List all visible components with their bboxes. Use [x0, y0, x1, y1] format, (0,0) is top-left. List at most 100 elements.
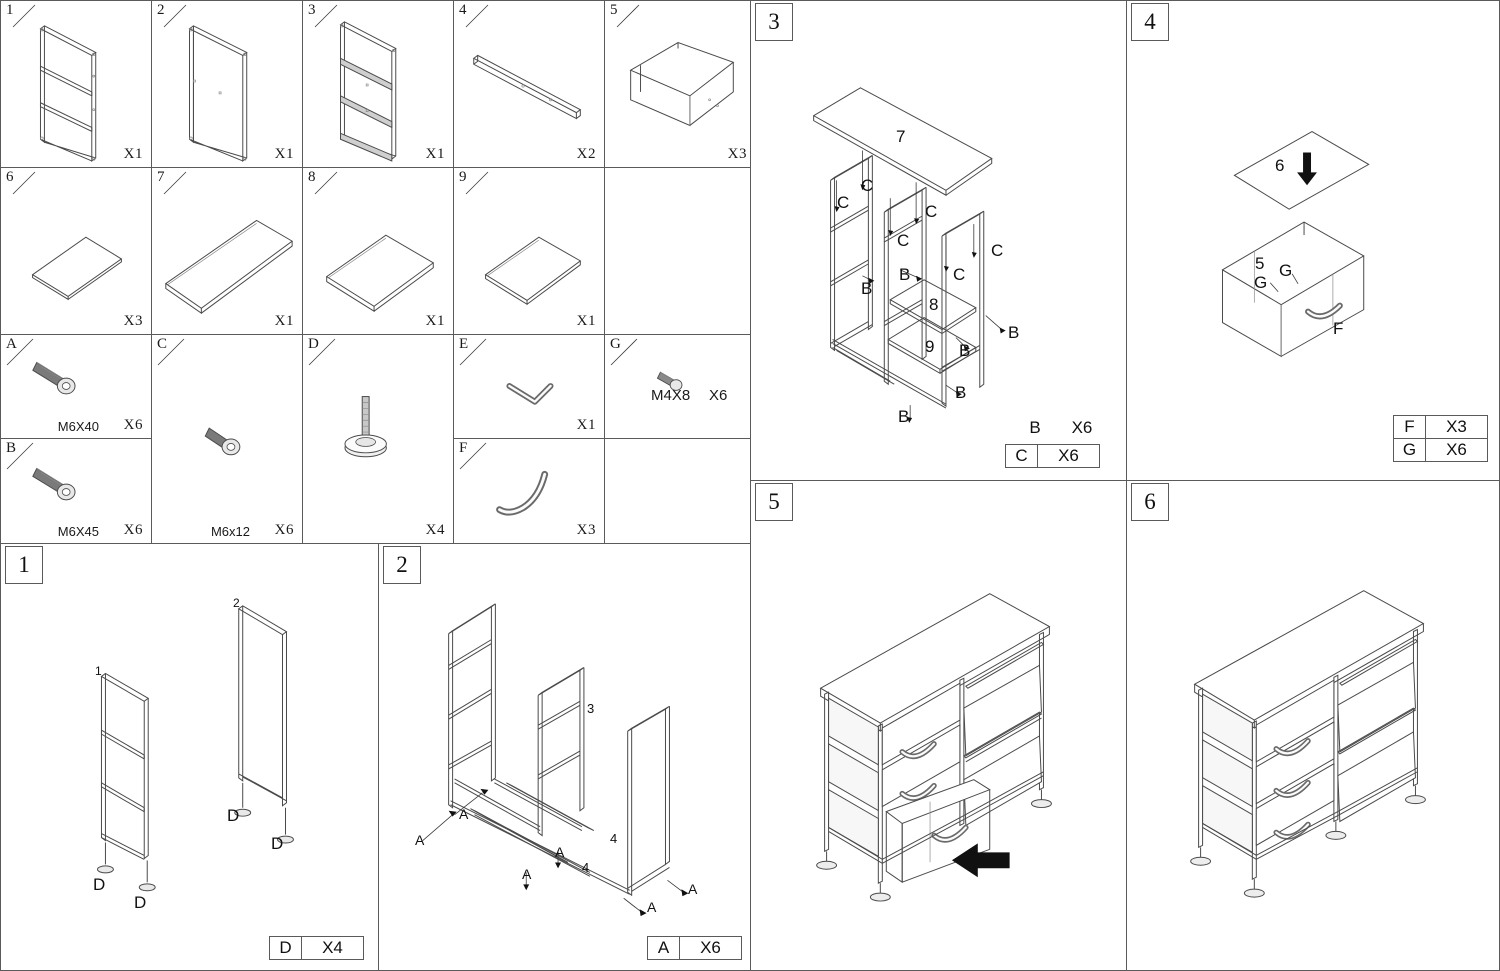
step4-hw-value-F: X3	[1425, 415, 1488, 439]
step3-hw-value-B: X6	[1071, 418, 1093, 437]
step1-callout-part-2: 2	[233, 596, 240, 610]
step1-callout-D-3: D	[227, 806, 240, 825]
hardware-cell-F: F X3	[453, 438, 605, 544]
hardware-qty-D: X4	[425, 522, 445, 538]
part-qty-1: X1	[123, 146, 143, 162]
table-row: G X6	[1393, 438, 1488, 462]
hardware-qty-A: X6	[123, 417, 143, 433]
part-cell-empty	[604, 167, 756, 335]
table-row: A X6	[647, 936, 742, 960]
hardware-spec-A: M6X40	[57, 419, 99, 434]
step2-callout-A-4: A	[555, 844, 565, 860]
hardware-spec-G: M4X8	[651, 387, 691, 404]
step3-callout-C-4: C	[925, 202, 938, 221]
step3-hw-key-B: B	[1029, 418, 1041, 437]
step2-callout-A-1: A	[415, 832, 425, 848]
step-number-5: 5	[755, 483, 793, 521]
step-number-6: 6	[1131, 483, 1169, 521]
step4-hardware-table: F X3 G X6	[1393, 415, 1488, 462]
table-row: C X6	[1005, 444, 1100, 468]
step-panel-5: 5	[750, 480, 1127, 971]
step3-callout-C-2: C	[861, 176, 874, 195]
part-cell-8: 8 X1	[302, 167, 454, 335]
step3-callout-B-5: B	[955, 383, 967, 402]
step3-callout-B-6: B	[898, 407, 910, 426]
step4-callout-F: F	[1333, 319, 1344, 338]
step2-hardware-table: A X6	[647, 936, 742, 960]
step3-hardware-table-B: B X6	[1019, 417, 1113, 439]
step3-hw-key-C: C	[1005, 444, 1038, 468]
step2-hw-value: X6	[679, 936, 742, 960]
step4-callout-part-5: 5	[1255, 254, 1265, 273]
step-panel-6: 6	[1126, 480, 1500, 971]
step1-callout-D-1: D	[93, 875, 106, 894]
part-cell-6: 6 X3	[0, 167, 152, 335]
part-cell-2: 2 X1	[151, 0, 303, 168]
step2-callout-part-4a: 4	[610, 831, 618, 846]
step3-callout-C-5: C	[953, 265, 966, 284]
part-cell-5: 5 X3	[604, 0, 756, 168]
step4-callout-part-6: 6	[1275, 156, 1285, 175]
step3-callout-part-7: 7	[896, 127, 906, 146]
part-cell-1: 1 X1	[0, 0, 152, 168]
table-row: F X3	[1393, 415, 1488, 439]
step4-hw-value-G: X6	[1425, 438, 1488, 462]
step-number-4: 4	[1131, 3, 1169, 41]
step3-callout-C-6: C	[991, 241, 1004, 260]
hardware-cell-E: E X1	[453, 334, 605, 439]
part-cell-4: 4 X2	[453, 0, 605, 168]
step-panel-1: 1	[0, 543, 379, 971]
hardware-qty-E: X1	[576, 417, 596, 433]
step3-callout-part-8: 8	[929, 295, 939, 314]
push-arrow	[951, 843, 1010, 878]
part-qty-3: X1	[425, 146, 445, 162]
step3-callout-B-4: B	[959, 341, 971, 360]
hardware-cell-empty	[604, 438, 756, 544]
step3-callout-B-3: B	[1008, 323, 1020, 342]
part-cell-7: 7 X1	[151, 167, 303, 335]
part-qty-7: X1	[274, 313, 294, 329]
step-panel-2: 2	[378, 543, 757, 971]
step4-callout-G-2: G	[1254, 273, 1268, 292]
part-qty-8: X1	[425, 313, 445, 329]
step-panel-4: 4	[1126, 0, 1500, 481]
step3-callout-C-1: C	[837, 193, 850, 212]
step4-callout-G-1: G	[1279, 261, 1293, 280]
step3-hardware-table-C: C X6	[1005, 444, 1100, 468]
part-qty-4: X2	[576, 146, 596, 162]
step1-hardware-table: D X4	[269, 936, 364, 960]
hardware-cell-A: A M6X40 X6	[0, 334, 152, 439]
step1-hw-key: D	[269, 936, 302, 960]
step-number-1: 1	[5, 546, 43, 584]
part-qty-5: X3	[727, 146, 747, 162]
hardware-qty-B: X6	[123, 522, 143, 538]
step2-hw-key: A	[647, 936, 680, 960]
step-number-2: 2	[383, 546, 421, 584]
part-qty-6: X3	[123, 313, 143, 329]
step2-callout-part-3: 3	[587, 701, 595, 716]
step3-hw-value-C: X6	[1037, 444, 1100, 468]
step2-callout-part-4b: 4	[582, 860, 590, 875]
step4-hw-key-G: G	[1393, 438, 1426, 462]
hardware-cell-B: B M6X45 X6	[0, 438, 152, 544]
hardware-qty-C: X6	[274, 522, 294, 538]
step2-callout-A-2: A	[459, 806, 469, 822]
table-row: D X4	[269, 936, 364, 960]
part-qty-2: X1	[274, 146, 294, 162]
step3-callout-part-9: 9	[925, 337, 935, 356]
hardware-cell-D: D X4	[302, 334, 454, 544]
step1-callout-part-1: 1	[95, 664, 102, 678]
step1-callout-D-4: D	[271, 834, 284, 853]
step1-callout-D-2: D	[134, 893, 147, 912]
step2-callout-A-3: A	[522, 866, 532, 882]
part-cell-9: 9 X1	[453, 167, 605, 335]
hardware-spec-C: M6x12	[210, 524, 250, 539]
hardware-qty-F: X3	[576, 522, 596, 538]
step1-hw-value: X4	[301, 936, 364, 960]
hardware-qty-G: X6	[709, 387, 728, 404]
step2-callout-A-5: A	[647, 899, 657, 915]
table-row: B X6	[1019, 417, 1113, 439]
step3-callout-B-2: B	[899, 265, 911, 284]
hardware-cell-C: C M6x12 X6	[151, 334, 303, 544]
